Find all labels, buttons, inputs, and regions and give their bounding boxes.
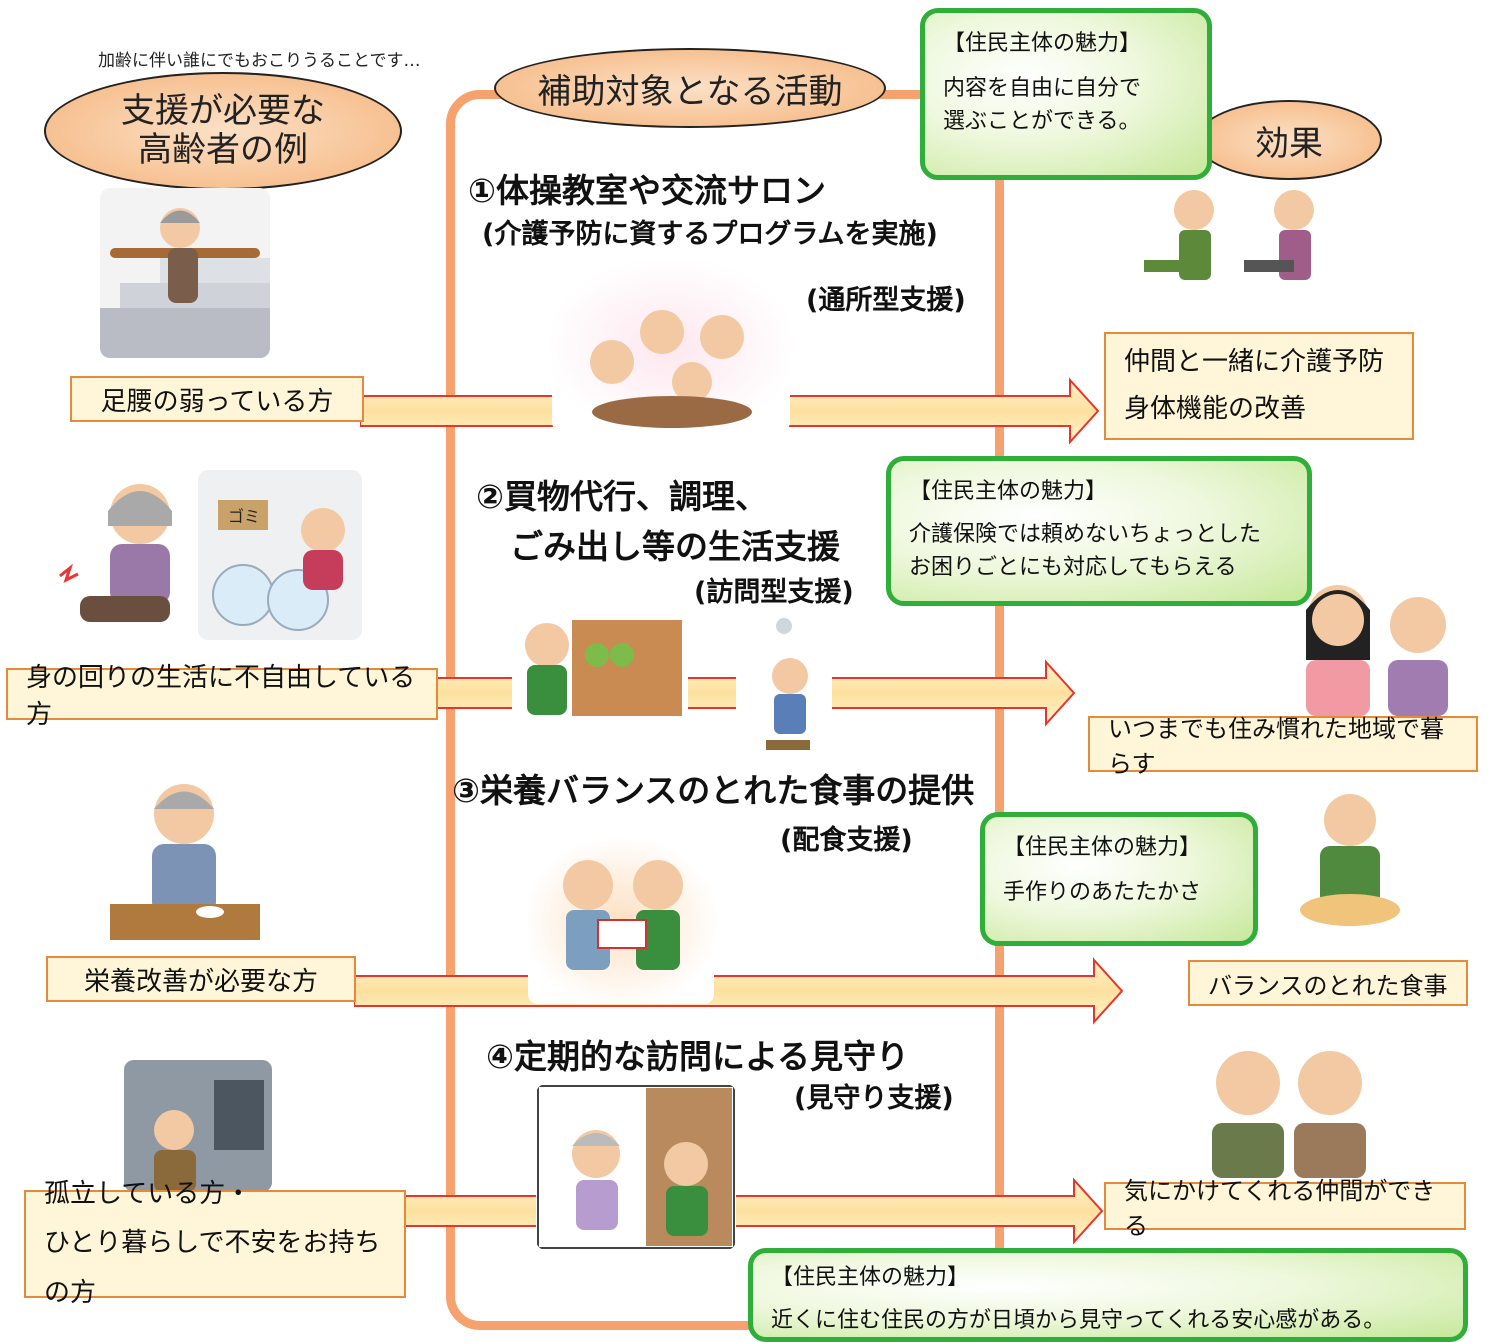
left-label-daily-life: 身の回りの生活に不自由している方: [6, 663, 438, 730]
seniors-title-ellipse: 支援が必要な 高齢者の例: [44, 72, 402, 190]
appeal-4-text: 近くに住む住民の方が日頃から見守ってくれる安心感がある。: [771, 1308, 1386, 1333]
activity-1-title: ①体操教室や交流サロン: [468, 171, 826, 210]
effect-2-text: いつまでも住み慣れた地域で暮らす: [1108, 715, 1444, 778]
seniors-title-line2: 高齢者の例: [138, 130, 308, 170]
senior-meal-illustration: [1290, 780, 1410, 932]
effect-4-label: 気にかけてくれる仲間ができる: [1104, 1177, 1466, 1240]
appeal-1-line1: 内容を自由に自分で: [943, 76, 1142, 101]
appeal-box-2: 【住民主体の魅力】 介護保険では頼めないちょっとした お困りごとにも対応してもら…: [886, 456, 1312, 606]
appeal-box-1: 【住民主体の魅力】 内容を自由に自分で 選ぶことができる。: [920, 8, 1212, 180]
left-label-nutrition: 栄養改善が必要な方: [46, 956, 356, 1002]
effect-4-text: 気にかけてくれる仲間ができる: [1124, 1177, 1436, 1240]
arrow-4: [404, 1177, 1104, 1245]
svg-text:ゴミ: ゴミ: [228, 507, 260, 526]
activity-2-title-line2: ごみ出し等の生活支援: [510, 527, 840, 566]
left-label-daily-life-text: 身の回りの生活に不自由している方: [26, 663, 416, 730]
effects-title-ellipse: 効果: [1196, 100, 1382, 180]
left-note: 加齢に伴い誰にでもおこりうることです…: [98, 51, 421, 71]
appeal-3-heading: 【住民主体の魅力】: [1003, 835, 1202, 860]
activity-2-title-line1: ②買物代行、調理、: [476, 477, 768, 516]
left-label-nutrition-text: 栄養改善が必要な方: [83, 966, 318, 997]
appeal-1-line2: 選ぶことができる。: [943, 109, 1141, 134]
left-label-isolated-line2: ひとり暮らしで不安をお持ちの方: [44, 1228, 381, 1308]
left-label-isolated-line1: 孤立している方・: [44, 1178, 252, 1209]
senior-garbage-illustration: ゴミ: [198, 470, 362, 640]
appeal-3-text: 手作りのあたたかさ: [1003, 880, 1202, 905]
effect-1-line2: 身体機能の改善: [1124, 394, 1307, 424]
exercise-seniors-illustration: [1134, 180, 1356, 322]
effect-3-label: バランスのとれた食事: [1188, 960, 1468, 1006]
activity-1-subtitle: (介護予防に資するプログラムを実施): [482, 219, 938, 250]
activity-4-title: ④定期的な訪問による見守り: [486, 1037, 909, 1076]
arrow-3: [354, 957, 1124, 1025]
activity-4-type: (見守り支援): [794, 1083, 954, 1114]
activity-3-type: (配食支援): [780, 825, 913, 856]
shopping-illustration: [512, 600, 688, 720]
left-label-weak-legs-text: 足腰の弱っている方: [100, 386, 334, 417]
appeal-1-heading: 【住民主体の魅力】: [943, 31, 1142, 56]
activity-2-type: (訪問型支援): [694, 577, 854, 608]
watch-visit-illustration: [536, 1084, 736, 1250]
appeal-2-heading: 【住民主体の魅力】: [909, 479, 1108, 504]
senior-stairs-illustration: [100, 188, 270, 358]
appeal-2-line2: お困りごとにも対応してもらえる: [909, 555, 1237, 580]
salon-illustration: [552, 262, 790, 432]
effect-1-line1: 仲間と一緒に介護予防: [1124, 347, 1385, 378]
appeal-2-line1: 介護保険では頼めないちょっとした: [909, 522, 1262, 547]
appeal-box-4: 【住民主体の魅力】 近くに住む住民の方が日頃から見守ってくれる安心感がある。: [748, 1248, 1468, 1342]
meal-delivery-illustration: [528, 840, 714, 1004]
appeal-4-heading: 【住民主体の魅力】: [771, 1265, 970, 1290]
effect-1-label: 仲間と一緒に介護予防 身体機能の改善: [1104, 332, 1414, 440]
effects-title: 効果: [1255, 123, 1323, 164]
effect-2-label: いつまでも住み慣れた地域で暮らす: [1088, 715, 1478, 778]
activities-title-ellipse: 補助対象となる活動: [494, 48, 886, 128]
left-label-isolated: 孤立している方・ ひとり暮らしで不安をお持ちの方: [24, 1179, 406, 1308]
senior-kneepain-illustration: [40, 466, 192, 632]
left-label-weak-legs: 足腰の弱っている方: [70, 376, 364, 422]
senior-isolated-illustration: [124, 1060, 272, 1192]
activities-title: 補助対象となる活動: [537, 71, 843, 112]
effect-3-text: バランスのとれた食事: [1208, 971, 1448, 1000]
friends-illustration: [1198, 1028, 1380, 1178]
activity-3-title: ③栄養バランスのとれた食事の提供: [452, 771, 975, 810]
activity-1-type: (通所型支援): [806, 285, 966, 316]
lightbulb-illustration: [736, 616, 832, 760]
appeal-box-3: 【住民主体の魅力】 手作りのあたたかさ: [980, 812, 1258, 946]
senior-eating-illustration: [100, 764, 268, 944]
seniors-title-line1: 支援が必要な: [121, 90, 325, 131]
